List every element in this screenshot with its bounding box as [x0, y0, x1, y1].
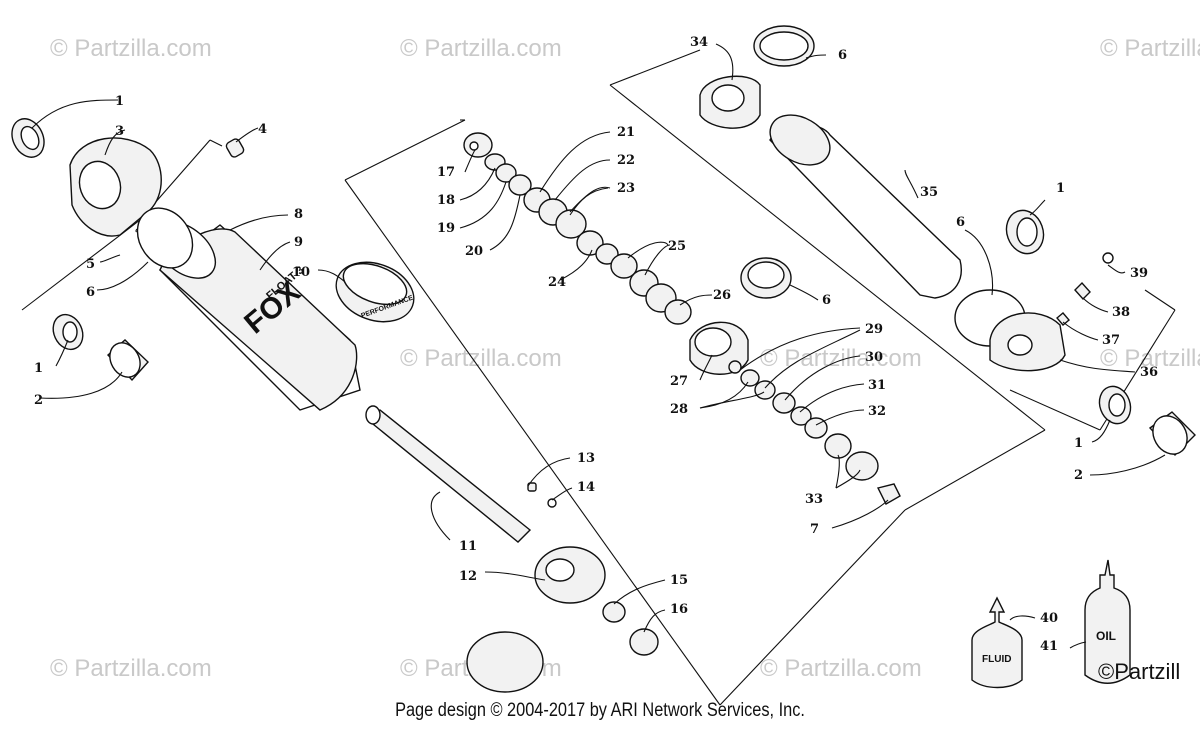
- callout-28[interactable]: 28: [670, 402, 688, 417]
- callout-31[interactable]: 31: [868, 378, 886, 393]
- fluid-bottles: FLUID OIL: [971, 559, 1131, 689]
- fluid-bottle-label: FLUID: [982, 654, 1011, 665]
- callout-7[interactable]: 7: [810, 522, 819, 537]
- callout-26[interactable]: 26: [713, 288, 731, 303]
- callout-1[interactable]: 1: [34, 361, 43, 376]
- callout-16[interactable]: 16: [670, 602, 688, 617]
- callout-6[interactable]: 6: [86, 285, 95, 300]
- callout-15[interactable]: 15: [670, 573, 688, 588]
- callout-2[interactable]: 2: [1074, 468, 1083, 483]
- leader-lines: [31, 43, 1166, 649]
- callout-5[interactable]: 5: [86, 257, 95, 272]
- page-footer: Page design © 2004-2017 by ARI Network S…: [395, 700, 805, 721]
- callout-22[interactable]: 22: [617, 153, 635, 168]
- shock-body-assembly: FOX FLOAT 3 200 PERFORMANCE: [11, 118, 415, 411]
- callout-6[interactable]: 6: [956, 215, 965, 230]
- oil-bottle-label: OIL: [1096, 629, 1116, 643]
- callout-4[interactable]: 4: [258, 122, 267, 137]
- callout-1[interactable]: 1: [115, 94, 124, 109]
- callout-18[interactable]: 18: [437, 193, 455, 208]
- callout-3[interactable]: 3: [115, 124, 124, 139]
- callout-30[interactable]: 30: [865, 350, 883, 365]
- callout-34[interactable]: 34: [690, 35, 708, 50]
- watermark: © Partzilla.com: [760, 655, 922, 682]
- callout-37[interactable]: 37: [1102, 333, 1120, 348]
- callout-23[interactable]: 23: [617, 181, 635, 196]
- watermark: © Partzilla.com: [760, 345, 922, 372]
- callout-25[interactable]: 25: [668, 239, 686, 254]
- corner-watermark: ©Partzill: [1098, 659, 1181, 684]
- callout-35[interactable]: 35: [920, 185, 938, 200]
- watermark: © Partzilla.com: [1100, 35, 1200, 62]
- callout-41[interactable]: 41: [1040, 639, 1058, 654]
- watermark: © Partzilla.com: [50, 655, 212, 682]
- callout-11[interactable]: 11: [459, 539, 477, 554]
- callout-9[interactable]: 9: [294, 235, 303, 250]
- callout-29[interactable]: 29: [865, 322, 883, 337]
- callout-13[interactable]: 13: [577, 451, 595, 466]
- callout-24[interactable]: 24: [548, 275, 566, 290]
- callout-10[interactable]: 10: [292, 265, 310, 280]
- callout-6[interactable]: 6: [838, 48, 847, 63]
- watermark: © Partzilla.com: [400, 35, 562, 62]
- shim-stack: [463, 132, 901, 505]
- callouts: 1 3 4 5 6 1 2 8 9 10 11 12 13 14 15 16 1…: [34, 35, 1158, 654]
- callout-1[interactable]: 1: [1056, 181, 1065, 196]
- callout-36[interactable]: 36: [1140, 365, 1158, 380]
- callout-19[interactable]: 19: [437, 221, 455, 236]
- watermark: © Partzilla.com: [50, 35, 212, 62]
- callout-17[interactable]: 17: [437, 165, 455, 180]
- callout-33[interactable]: 33: [805, 492, 823, 507]
- reservoir-assembly: [699, 25, 1196, 457]
- callout-32[interactable]: 32: [868, 404, 886, 419]
- callout-2[interactable]: 2: [34, 393, 43, 408]
- callout-39[interactable]: 39: [1130, 266, 1148, 281]
- callout-1[interactable]: 1: [1074, 436, 1083, 451]
- callout-21[interactable]: 21: [617, 125, 635, 140]
- callout-38[interactable]: 38: [1112, 305, 1130, 320]
- callout-27[interactable]: 27: [670, 374, 688, 389]
- shaft-and-piston: [365, 405, 659, 693]
- callout-8[interactable]: 8: [294, 207, 303, 222]
- callout-20[interactable]: 20: [465, 244, 483, 259]
- callout-14[interactable]: 14: [577, 480, 595, 495]
- watermark: © Partzilla.com: [400, 345, 562, 372]
- callout-40[interactable]: 40: [1040, 611, 1058, 626]
- callout-12[interactable]: 12: [459, 569, 477, 584]
- callout-6[interactable]: 6: [822, 293, 831, 308]
